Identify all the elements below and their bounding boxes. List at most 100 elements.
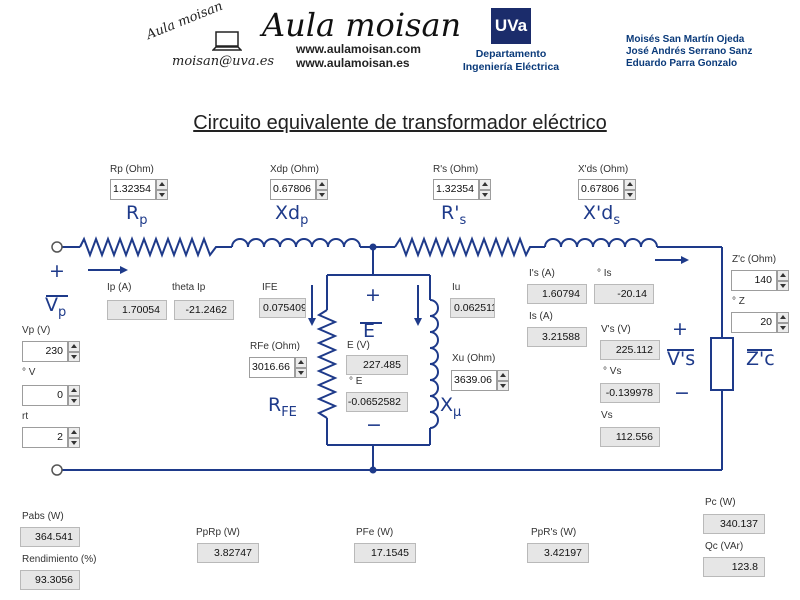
rp-spinner[interactable]: 1.32354 [110,179,168,200]
vp-label: Vp (V) [22,325,51,336]
rs-label: R's (Ohm) [433,164,479,175]
label-vs: V's [667,348,696,370]
rs-spinner[interactable]: 1.32354 [433,179,491,200]
z-angle-decrement-button[interactable] [777,322,789,333]
zc-input[interactable]: 140 [731,270,777,291]
zc-increment-button[interactable] [777,270,789,281]
resistor-rfe [316,309,338,419]
xdp-decrement-button[interactable] [316,189,328,200]
is-angle-label: ° Is [597,268,612,279]
rp-increment-button[interactable] [156,179,168,190]
page-title: Circuito equivalente de transformador el… [193,112,607,134]
e-output: 227.485 [346,355,408,375]
rt-spinner[interactable]: 2 [22,427,80,448]
label-plus-vp: + [49,260,65,282]
site-url-1: www.aulamoisan.com [296,42,421,56]
zc-decrement-button[interactable] [777,280,789,291]
rfe-decrement-button[interactable] [295,367,307,378]
zc-spinner[interactable]: 140 [731,270,789,291]
pabs-output: 364.541 [20,527,80,547]
pfe-output: 17.1545 [354,543,416,563]
rfe-label: RFe (Ohm) [250,341,300,352]
xds-spinner[interactable]: 0.67806 [578,179,636,200]
xdp-input[interactable]: 0.67806 [270,179,316,200]
label-plus-vs: + [672,318,688,340]
rt-label: rt [22,411,29,422]
vp-angle-decrement-button[interactable] [68,395,80,406]
zc-label: Z'c (Ohm) [732,254,777,265]
is-prime-output: 1.60794 [527,284,587,304]
xu-increment-button[interactable] [497,370,509,381]
label-rp: Rp [126,202,148,228]
pabs-label: Pabs (W) [22,511,64,522]
rp-decrement-button[interactable] [156,189,168,200]
pc-output: 340.137 [703,514,765,534]
vp-decrement-button[interactable] [68,351,80,362]
terminal-bottom [51,464,63,476]
pprs-output: 3.42197 [527,543,589,563]
label-xu: Xμ [440,394,462,420]
resistor-rp [79,236,232,258]
rfe-increment-button[interactable] [295,357,307,368]
vp-spinner[interactable]: 230 [22,341,80,362]
z-angle-increment-button[interactable] [777,312,789,323]
ife-label: IFE [262,282,278,293]
rt-increment-button[interactable] [68,427,80,438]
vs-output: 112.556 [600,427,660,447]
e-label: E (V) [347,340,370,351]
author-1: Moisés San Martín Ojeda [626,34,745,45]
rs-increment-button[interactable] [479,179,491,190]
email-text: moisan@uva.es [172,54,275,69]
xds-increment-button[interactable] [624,179,636,190]
vp-angle-increment-button[interactable] [68,385,80,396]
laptop-icon [211,30,243,59]
label-rs: R's [441,202,467,228]
xds-label: X'ds (Ohm) [578,164,629,175]
rfe-input[interactable]: 3016.66 [249,357,295,378]
rend-output: 93.3056 [20,570,80,590]
xdp-spinner[interactable]: 0.67806 [270,179,328,200]
pfe-label: PFe (W) [356,527,394,538]
label-rfe: RFE [268,394,297,420]
rfe-spinner[interactable]: 3016.66 [249,357,307,378]
is-angle-output: -20.14 [594,284,654,304]
xdp-increment-button[interactable] [316,179,328,190]
vp-input[interactable]: 230 [22,341,68,362]
xdp-label: Xdp (Ohm) [270,164,319,175]
vs-prime-label: V's (V) [601,324,631,335]
z-angle-spinner[interactable]: 20 [731,312,789,333]
resistor-rs [394,236,545,258]
vp-angle-input[interactable]: 0 [22,385,68,406]
label-minus-vs: − [674,382,690,404]
label-e: E [363,320,376,342]
vp-increment-button[interactable] [68,341,80,352]
uva-logo: UVa [491,8,531,44]
ip-output: 1.70054 [107,300,167,320]
vp-angle-spinner[interactable]: 0 [22,385,80,406]
theta-ip-label: theta Ip [172,282,206,293]
z-angle-input[interactable]: 20 [731,312,777,333]
xu-label: Xu (Ohm) [452,353,496,364]
xu-decrement-button[interactable] [497,380,509,391]
qc-label: Qc (VAr) [705,541,744,552]
xu-spinner[interactable]: 3639.06 [451,370,509,391]
terminal-top [51,241,63,253]
vs-prime-output: 225.112 [600,340,660,360]
site-url-2: www.aulamoisan.es [296,56,410,70]
rt-input[interactable]: 2 [22,427,68,448]
e-angle-label: ° E [349,376,363,387]
iu-output: 0.062511 [450,298,495,318]
xds-decrement-button[interactable] [624,189,636,200]
xu-input[interactable]: 3639.06 [451,370,497,391]
department-line-1: Departamento [475,48,547,60]
logo-title: Aula moisan [262,6,462,44]
xds-input[interactable]: 0.67806 [578,179,624,200]
ip-label: Ip (A) [107,282,132,293]
rp-input[interactable]: 1.32354 [110,179,156,200]
rs-input[interactable]: 1.32354 [433,179,479,200]
label-plus-e: + [365,284,381,306]
rs-decrement-button[interactable] [479,189,491,200]
pprp-output: 3.82747 [197,543,259,563]
rt-decrement-button[interactable] [68,437,80,448]
rp-label: Rp (Ohm) [110,164,154,175]
